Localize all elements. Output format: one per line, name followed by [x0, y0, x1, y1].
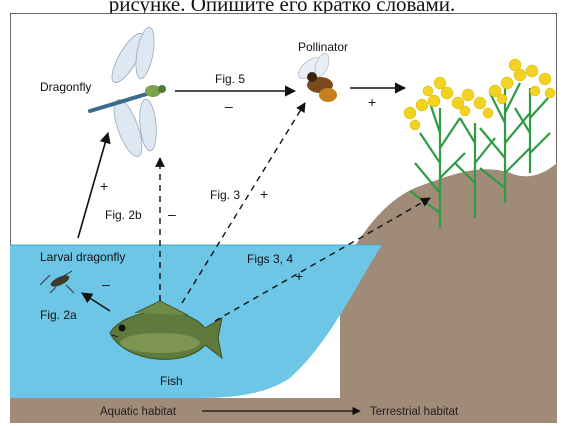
label-fig3: Fig. 3 — [210, 188, 240, 202]
sign-larva-to-dragonfly: + — [100, 178, 108, 194]
sign-fig3: + — [260, 186, 268, 202]
label-aquatic-habitat: Aquatic habitat — [100, 406, 177, 418]
label-figs34: Figs 3, 4 — [247, 252, 293, 266]
sign-fig2a: – — [102, 276, 110, 292]
label-pollinator: Pollinator — [298, 40, 348, 54]
sign-pollinator-to-plants: + — [368, 94, 376, 110]
label-fig2a: Fig. 2a — [40, 308, 77, 322]
sign-figs34: + — [295, 268, 303, 284]
label-fig2b: Fig. 2b — [105, 208, 142, 222]
label-dragonfly: Dragonfly — [40, 80, 91, 94]
label-terrestrial-habitat: Terrestrial habitat — [370, 406, 459, 418]
sign-fig5: – — [225, 98, 233, 114]
sign-fig2b: – — [168, 206, 176, 222]
label-larval-dragonfly: Larval dragonfly — [40, 250, 125, 264]
ecology-diagram: Dragonfly Pollinator Larval dragonfly Fi… — [10, 13, 557, 423]
label-fig5: Fig. 5 — [215, 72, 245, 86]
label-fish: Fish — [160, 374, 183, 388]
